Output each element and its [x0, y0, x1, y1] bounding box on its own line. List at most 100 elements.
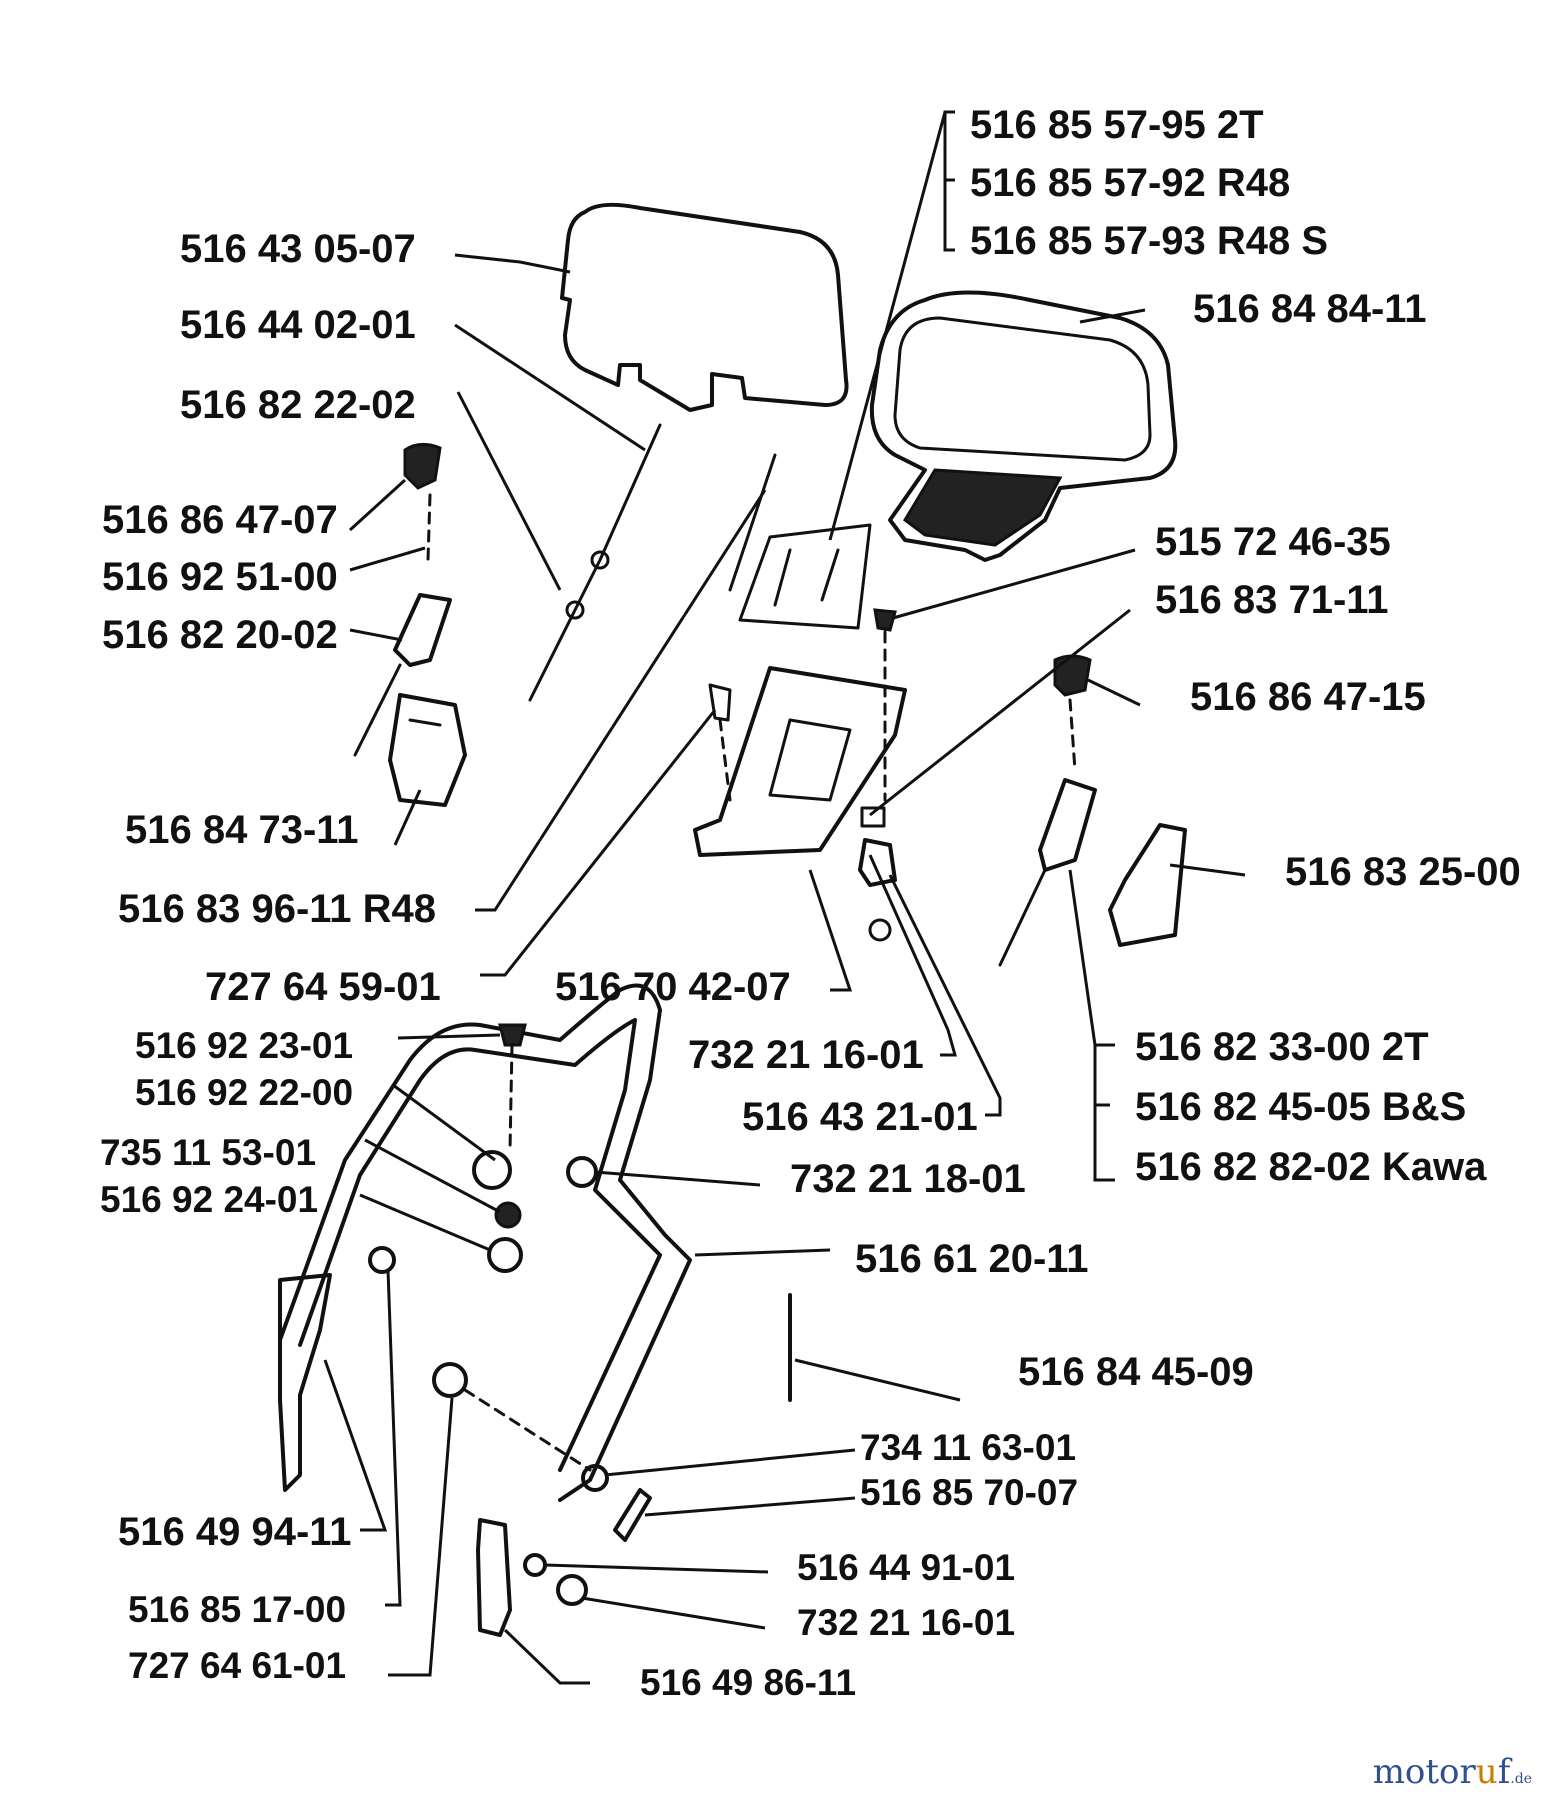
lever-right-rod	[998, 868, 1047, 967]
leader-l06	[454, 323, 646, 452]
leader-l30	[794, 1358, 961, 1402]
lever-left-rod	[353, 663, 402, 757]
label-l33: 516 49 94-11	[118, 1510, 352, 1554]
leader-l15	[1169, 863, 1246, 877]
knob-left-axis	[426, 493, 432, 562]
handle-bar-inner	[298, 1018, 662, 1472]
leader-l18	[808, 869, 853, 992]
bracket-box-line	[408, 718, 442, 727]
lower-tube-left	[278, 1273, 332, 1492]
screw-left	[708, 683, 732, 722]
label-l25: 735 11 53-01	[100, 1132, 316, 1173]
label-l14: 516 84 73-11	[125, 808, 359, 852]
leader-l01	[828, 111, 947, 541]
label-l20: 732 21 16-01	[688, 1033, 924, 1077]
clip-part	[860, 806, 886, 828]
bolt-c-axis	[463, 1388, 592, 1472]
lever-left	[393, 593, 452, 667]
label-l08: 516 86 47-07	[102, 498, 338, 542]
leader-l23	[888, 874, 1002, 1117]
decal-slot-a	[773, 548, 792, 607]
leader-l14	[393, 789, 422, 846]
label-l29: 516 61 20-11	[855, 1237, 1089, 1281]
spacer-a	[368, 1246, 396, 1274]
nut-small	[868, 918, 892, 942]
leader-l08	[348, 478, 407, 532]
leader-l19	[397, 1033, 501, 1040]
lever-right	[1038, 778, 1097, 872]
label-l10: 516 82 20-02	[102, 613, 338, 657]
label-l31: 734 11 63-01	[860, 1427, 1076, 1468]
label-l37: 727 64 61-01	[128, 1645, 346, 1686]
motoruf-watermark-logo: motoruf.de	[1372, 1752, 1532, 1792]
leader-l37	[388, 1397, 454, 1677]
leader-l17	[480, 709, 717, 977]
label-l28: 516 92 24-01	[100, 1179, 318, 1220]
leader-l26	[594, 1170, 761, 1187]
label-l22: 516 92 22-00	[135, 1072, 353, 1113]
leader-l31	[604, 1448, 856, 1477]
bolt-top	[873, 608, 897, 632]
leader-l13	[1087, 678, 1141, 707]
lower-tube-right	[476, 1518, 512, 1637]
label-l01: 516 85 57-95 2T	[970, 103, 1264, 147]
leader-l29	[694, 1248, 831, 1257]
leader-l36	[581, 1596, 766, 1630]
leader-l12	[869, 608, 1131, 817]
leader-l11	[892, 548, 1136, 620]
mount-plate-window	[768, 718, 852, 802]
label-l07: 516 82 22-02	[180, 383, 416, 427]
label-l04: 516 43 05-07	[180, 227, 416, 271]
nut-d	[556, 1574, 588, 1606]
bolt-head-c	[432, 1362, 468, 1398]
decal-plate	[738, 523, 872, 630]
leader-l21-group	[1093, 1043, 1115, 1182]
cable-rod	[728, 453, 777, 592]
label-l38: 516 49 86-11	[640, 1662, 856, 1703]
label-l34: 516 44 91-01	[797, 1547, 1015, 1588]
label-l23: 516 43 21-01	[742, 1095, 978, 1139]
washer-c	[581, 1464, 609, 1492]
label-l36: 732 21 16-01	[797, 1602, 1015, 1643]
label-l18: 516 70 42-07	[555, 965, 791, 1009]
label-l32: 516 85 70-07	[860, 1472, 1078, 1513]
control-panel-inner	[893, 316, 1152, 462]
leader-l38	[503, 1628, 590, 1685]
leader-l05	[1079, 308, 1146, 324]
label-l16: 516 83 96-11 R48	[118, 887, 436, 931]
handle-cover-outline	[560, 202, 849, 412]
label-l09: 516 92 51-00	[102, 555, 338, 599]
label-l05: 516 84 84-11	[1193, 287, 1427, 331]
label-l11: 515 72 46-35	[1155, 520, 1391, 564]
label-l27: 516 82 82-02 Kawa	[1135, 1145, 1487, 1189]
leader-l04	[454, 253, 571, 274]
cable-ferrule-b	[565, 600, 585, 620]
label-l17: 727 64 59-01	[205, 965, 441, 1009]
leader-l16	[475, 489, 767, 912]
cable-ferrule	[590, 550, 610, 570]
washer-a	[494, 1201, 522, 1229]
spring-part	[613, 1488, 652, 1542]
label-l15: 516 83 25-00	[1285, 850, 1521, 894]
leader-l35	[385, 1269, 402, 1607]
knob-left	[403, 443, 442, 490]
leader-l22	[392, 1083, 496, 1162]
leader-l10	[349, 628, 403, 642]
leader-l33	[323, 1359, 388, 1532]
label-l02: 516 85 57-92 R48	[970, 161, 1290, 205]
bolt-bar-axis	[508, 1043, 514, 1152]
leader-l32	[644, 1496, 856, 1517]
part-labels: 516 85 57-95 2T 516 85 57-92 R48 516 85 …	[100, 103, 1521, 1703]
label-l21: 516 82 33-00 2T	[1135, 1025, 1429, 1069]
label-l03: 516 85 57-93 R48 S	[970, 219, 1328, 263]
leader-l34	[544, 1563, 769, 1574]
bolt-bar-top	[498, 1023, 527, 1047]
leader-l09	[349, 546, 426, 572]
leader-l25	[364, 1138, 501, 1214]
mount-plate	[693, 666, 907, 857]
part-drawings	[278, 202, 1187, 1637]
leader-lines	[323, 110, 1246, 1685]
control-panel-stem	[903, 468, 1063, 547]
label-l24: 516 82 45-05 B&S	[1135, 1085, 1466, 1129]
